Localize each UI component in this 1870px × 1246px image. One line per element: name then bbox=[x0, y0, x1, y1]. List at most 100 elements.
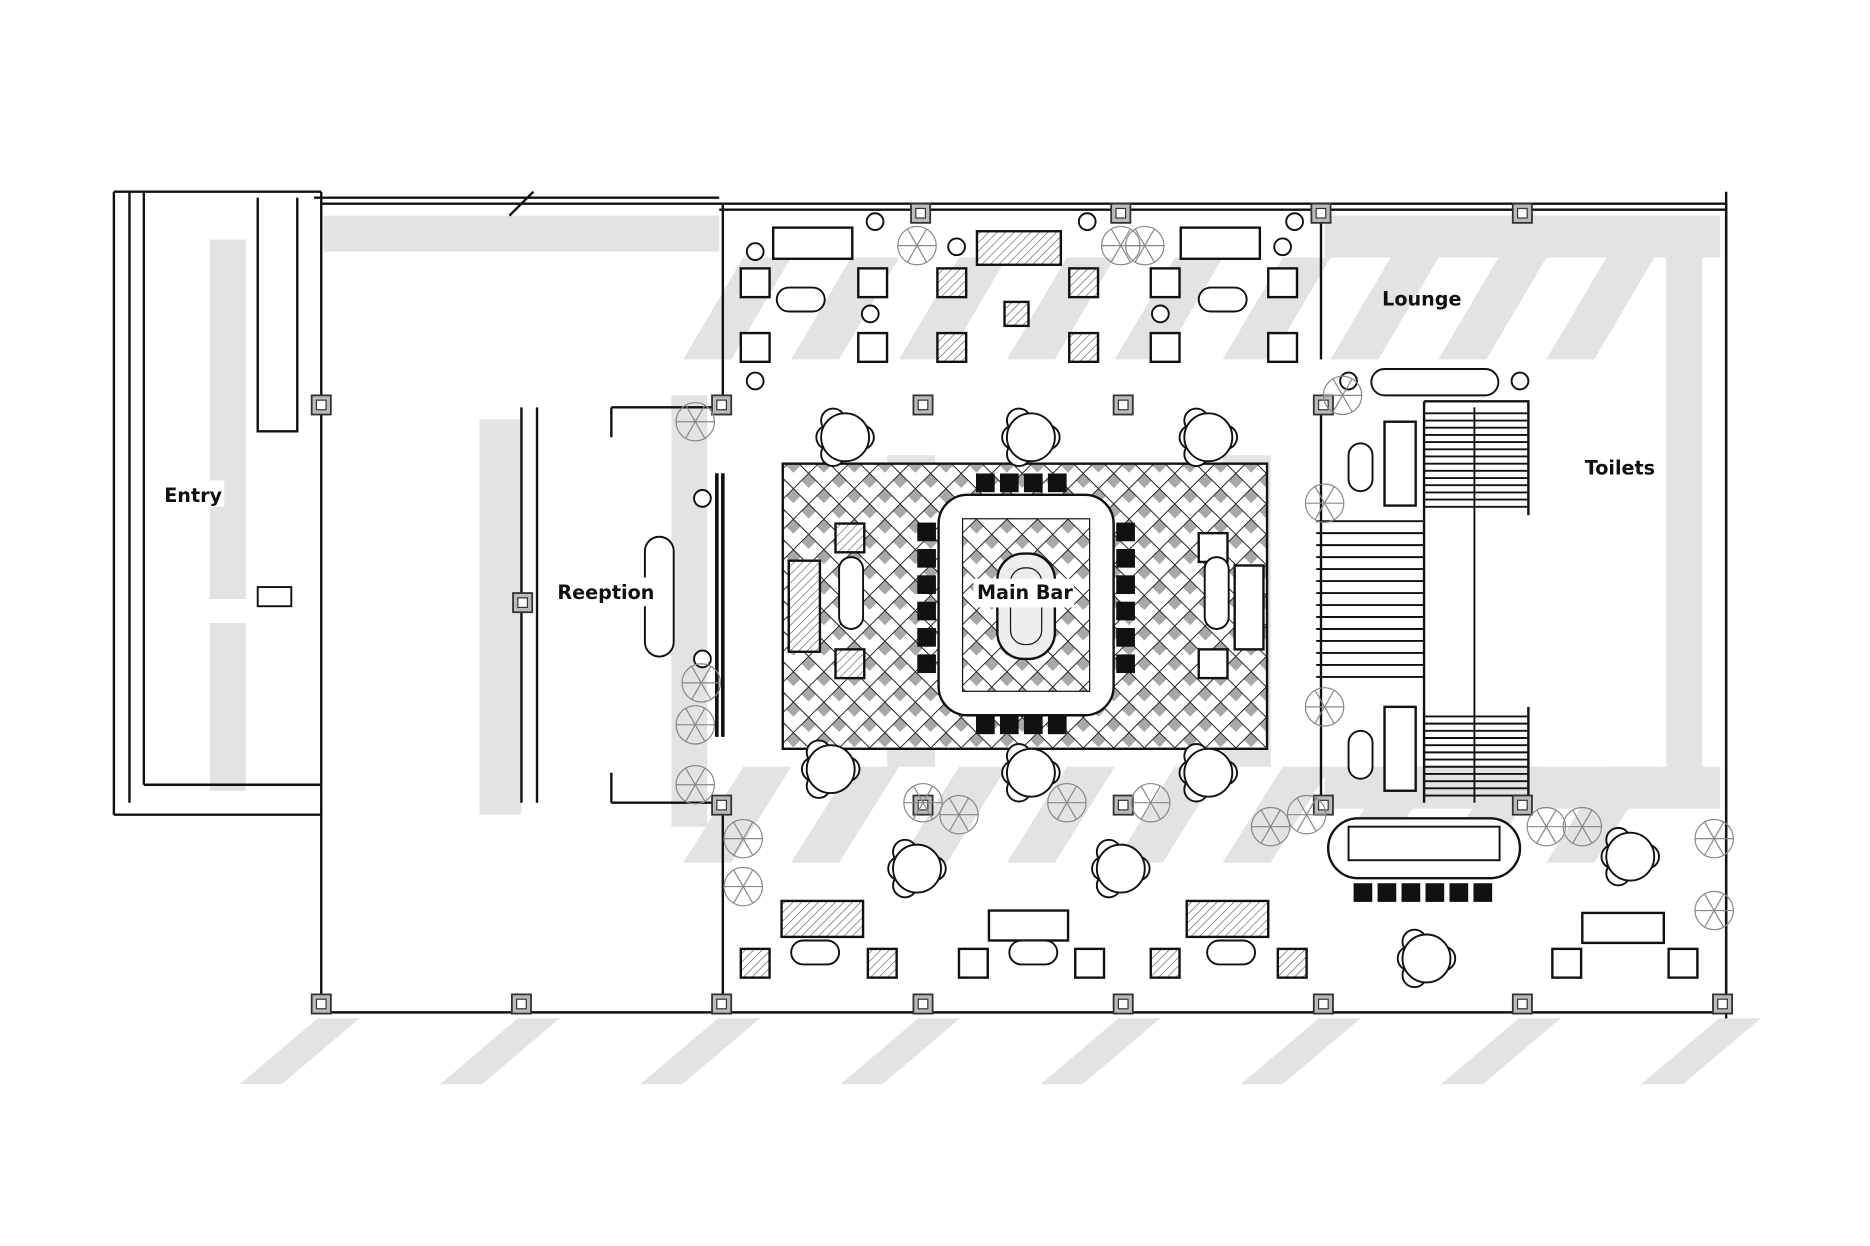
plant-leaf bbox=[694, 404, 706, 423]
plant-leaf bbox=[685, 421, 696, 439]
plant-leaf bbox=[1134, 228, 1146, 246]
column-core bbox=[716, 399, 728, 411]
column-core bbox=[1516, 799, 1528, 811]
plant-leaf bbox=[694, 767, 706, 786]
column-core bbox=[716, 998, 728, 1010]
shadow bbox=[1546, 257, 1655, 360]
sofa bbox=[1581, 911, 1666, 945]
bar-stool bbox=[917, 628, 936, 647]
plant-leaf bbox=[1342, 395, 1353, 413]
plant-leaf bbox=[742, 869, 754, 887]
plant-leaf bbox=[1314, 689, 1326, 708]
coffee-table bbox=[1203, 556, 1230, 630]
side-table bbox=[1347, 729, 1374, 780]
round-table bbox=[1605, 831, 1656, 882]
shadow bbox=[209, 239, 246, 600]
column-core bbox=[1115, 207, 1127, 219]
plant-leaf bbox=[1713, 910, 1725, 928]
room-label-lounge: Lounge bbox=[1382, 288, 1461, 311]
shadow bbox=[1040, 1018, 1161, 1085]
round-table bbox=[1183, 747, 1234, 798]
sofa bbox=[1179, 226, 1262, 260]
bar-stool bbox=[1116, 654, 1135, 674]
shadow bbox=[671, 395, 708, 827]
plant-leaf bbox=[916, 228, 928, 246]
armchair bbox=[1267, 331, 1299, 364]
shadow bbox=[1006, 766, 1115, 863]
plant-leaf bbox=[685, 767, 696, 786]
planter-pot bbox=[1273, 237, 1292, 257]
bar-stool bbox=[1116, 548, 1135, 568]
plant-leaf bbox=[685, 707, 696, 726]
armchair bbox=[1667, 947, 1699, 979]
column-core bbox=[1117, 998, 1129, 1010]
bar-stool bbox=[999, 715, 1019, 735]
plant-leaf bbox=[685, 404, 696, 423]
plant-leaf bbox=[1144, 245, 1155, 263]
plant-leaf bbox=[694, 421, 706, 439]
sofa bbox=[1233, 564, 1265, 651]
armchair bbox=[1149, 267, 1181, 299]
planter-pot bbox=[745, 371, 765, 391]
plant-leaf bbox=[1324, 502, 1335, 521]
armchair bbox=[936, 331, 968, 364]
plant-leaf bbox=[1704, 838, 1715, 856]
lounge-bench bbox=[1370, 368, 1500, 397]
armchair bbox=[1551, 947, 1583, 979]
sofa bbox=[780, 899, 865, 939]
plant-leaf bbox=[1314, 502, 1326, 521]
plant-leaf bbox=[733, 886, 744, 904]
plant-leaf bbox=[1296, 814, 1308, 832]
furniture bbox=[256, 212, 1699, 989]
bench bbox=[1383, 420, 1417, 507]
shadow bbox=[1438, 257, 1547, 360]
round-table bbox=[820, 412, 871, 463]
shadow bbox=[683, 257, 792, 360]
plant-leaf bbox=[1332, 395, 1344, 413]
plant-leaf bbox=[1306, 797, 1317, 815]
plant-leaf bbox=[1120, 228, 1131, 246]
plant-leaf bbox=[742, 821, 754, 839]
shadow bbox=[1440, 1018, 1561, 1085]
room-label-main-bar: Main Bar bbox=[977, 581, 1073, 604]
plant-leaf bbox=[1110, 245, 1122, 263]
plant-leaf bbox=[733, 838, 744, 856]
shadow bbox=[209, 623, 246, 791]
bar-stool bbox=[917, 601, 936, 621]
armchair bbox=[739, 947, 771, 979]
plant-leaf bbox=[1110, 228, 1122, 246]
room-label-toilets: Toilets bbox=[1585, 456, 1655, 479]
plant-leaf bbox=[700, 682, 712, 700]
plant-leaf bbox=[691, 666, 702, 684]
plant-leaf bbox=[1704, 821, 1715, 839]
plant-leaf bbox=[694, 724, 706, 742]
plant-leaf bbox=[1342, 378, 1353, 396]
plant-leaf bbox=[1581, 826, 1593, 844]
coffee-table bbox=[775, 286, 826, 313]
plant-leaf bbox=[1704, 910, 1715, 928]
column-core bbox=[1317, 399, 1329, 411]
plant-leaf bbox=[1332, 378, 1344, 396]
planter-pot bbox=[1151, 304, 1170, 324]
armchair bbox=[866, 947, 898, 979]
bar-stool bbox=[917, 548, 936, 568]
plant-leaf bbox=[1296, 797, 1308, 815]
shadow-layer bbox=[209, 215, 1761, 1085]
shadow bbox=[1330, 257, 1439, 360]
column-core bbox=[915, 207, 927, 219]
armchair bbox=[1149, 331, 1181, 364]
sofa bbox=[975, 230, 1063, 266]
round-table bbox=[1183, 412, 1234, 463]
shadow bbox=[640, 1018, 760, 1085]
shadow bbox=[239, 1018, 360, 1085]
shadow bbox=[1666, 251, 1703, 803]
planter-pot bbox=[1077, 212, 1097, 231]
plant-leaf bbox=[733, 869, 744, 887]
plant-leaf bbox=[1270, 809, 1281, 827]
bar-stool bbox=[1473, 883, 1493, 902]
planter-pot bbox=[1285, 212, 1304, 231]
plant-leaf bbox=[1536, 809, 1547, 827]
plant-leaf bbox=[1572, 809, 1583, 827]
bench bbox=[1383, 705, 1417, 792]
coffee-table bbox=[790, 939, 841, 966]
